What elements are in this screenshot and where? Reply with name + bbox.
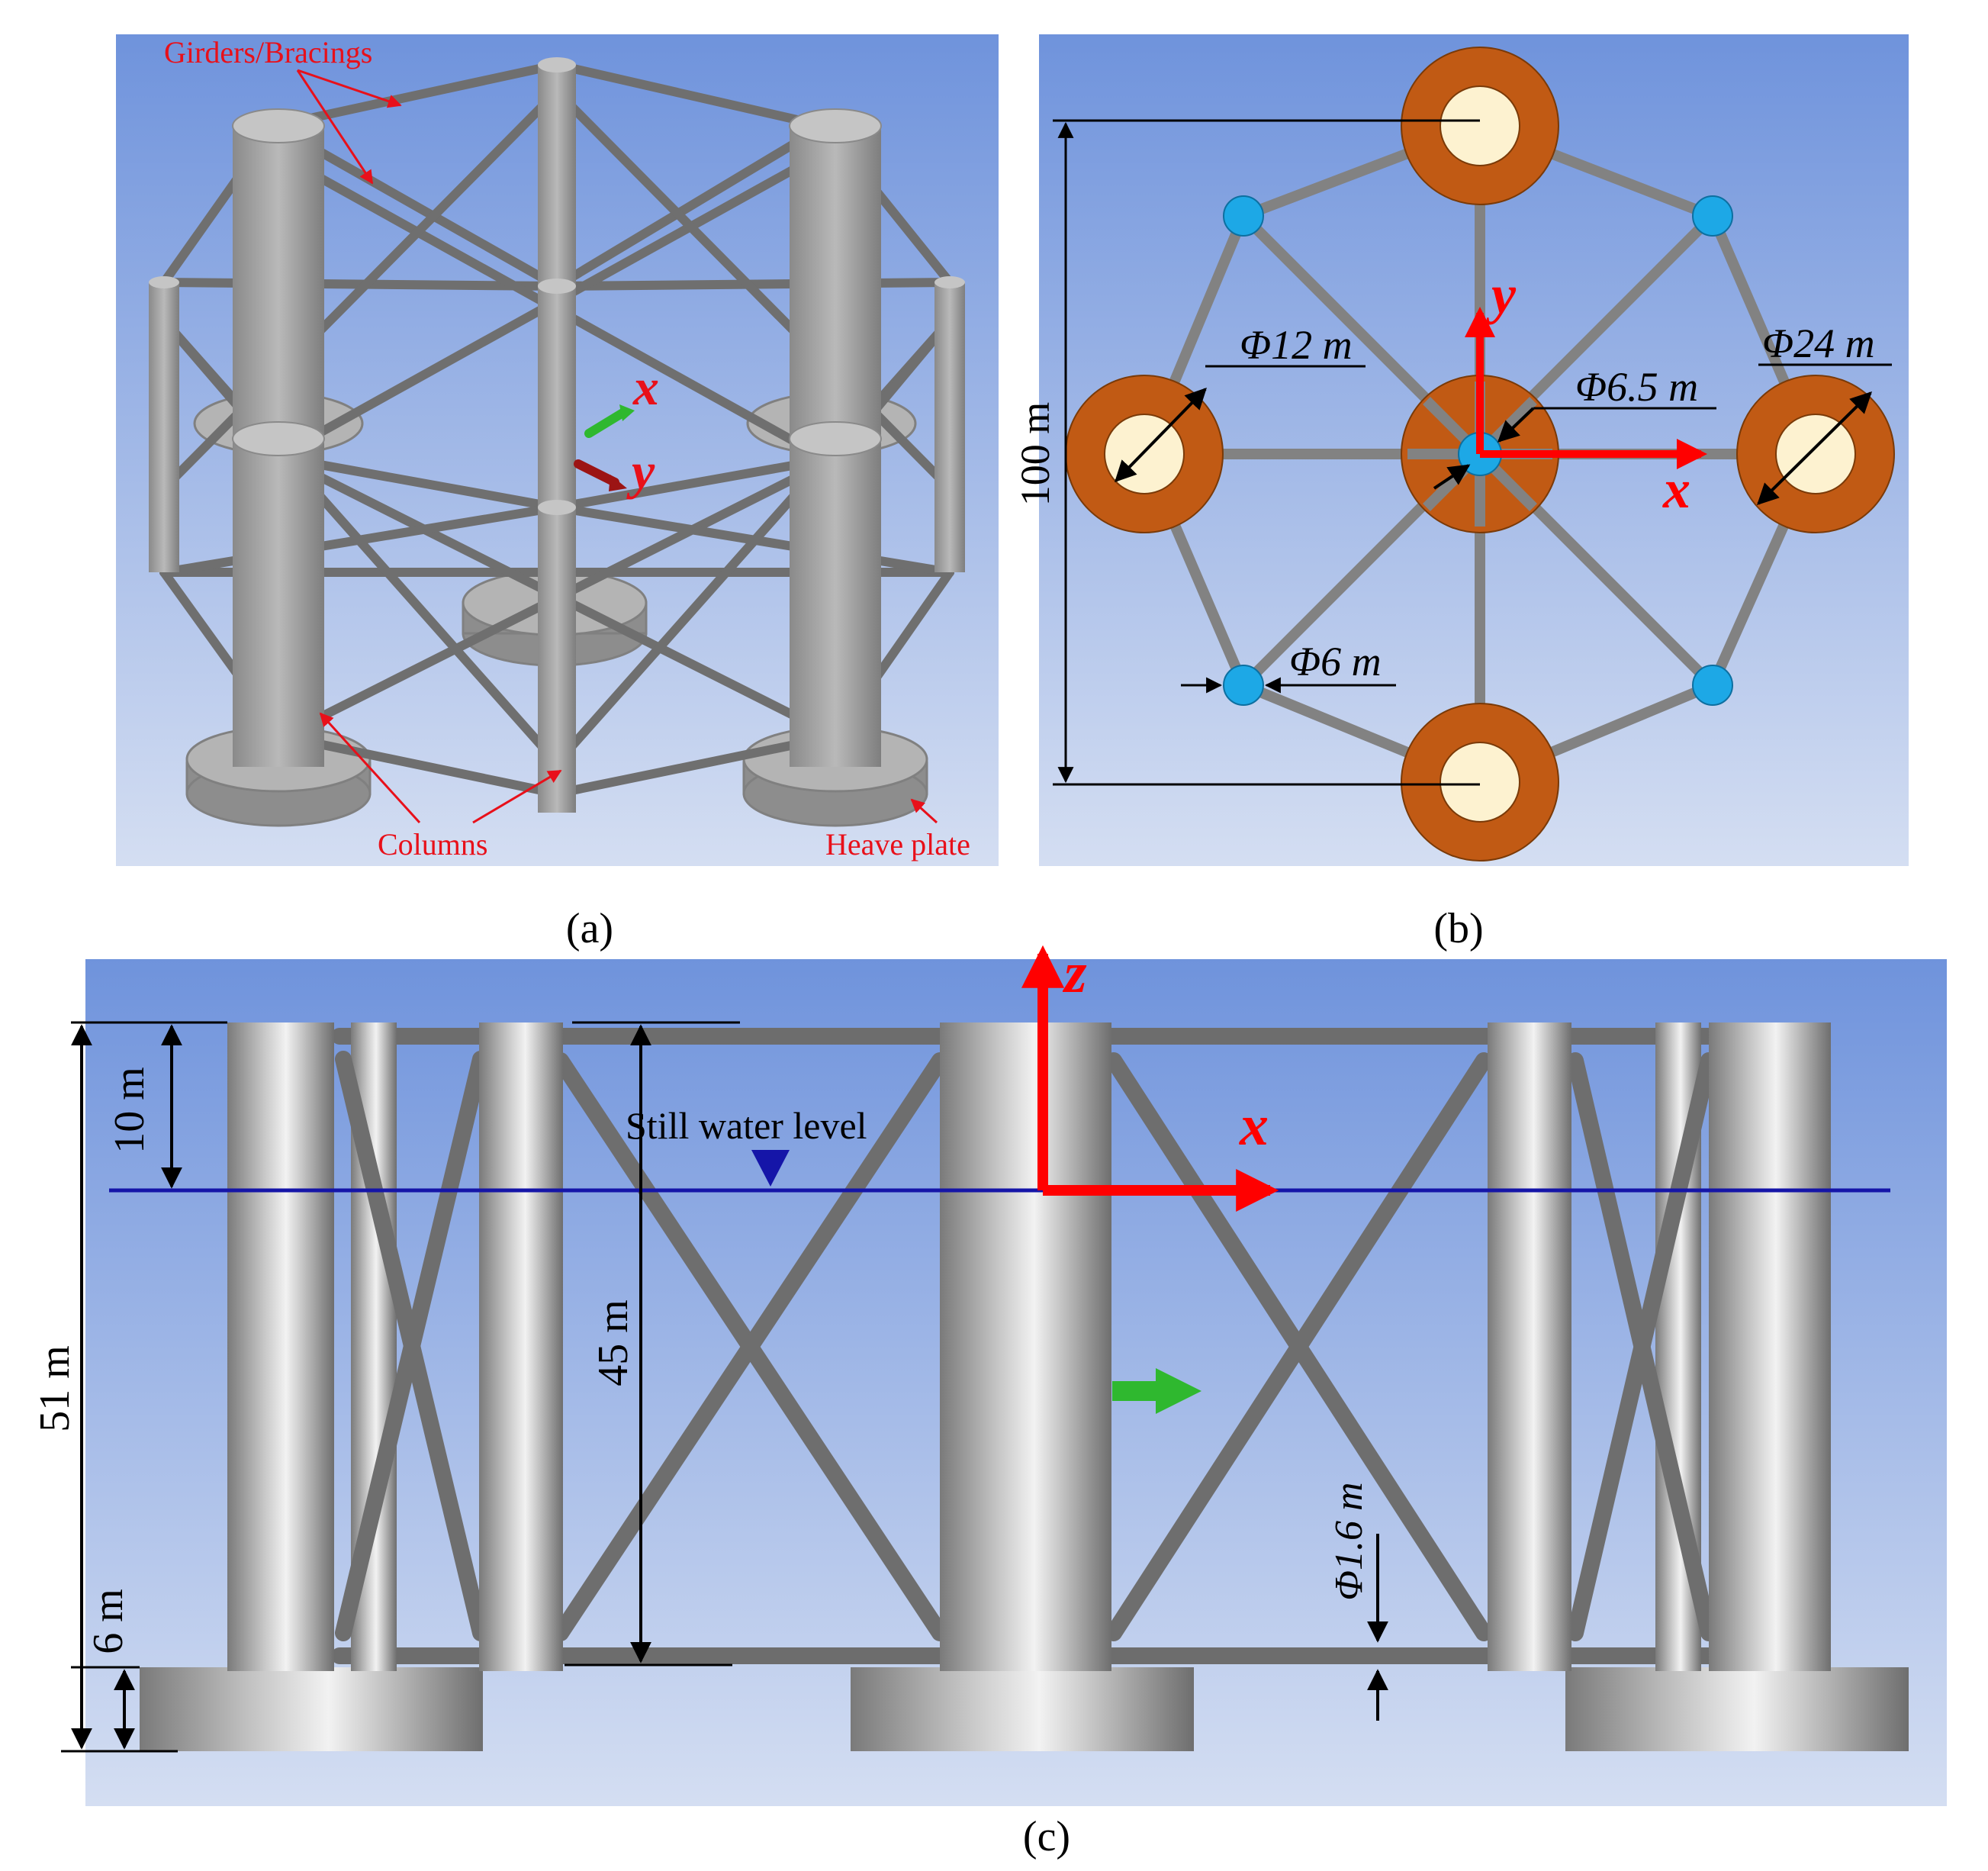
column-draft-label: 45 m [590, 1299, 637, 1386]
center-dia-pointer [1497, 407, 1535, 443]
girders-pointer-1 [297, 69, 402, 108]
bracings-c [335, 1051, 1717, 1641]
panel-c: Still water level 51 m 10 m 6 m 45 m Φ1.… [31, 941, 1947, 1860]
y-axis-label-a: y [626, 442, 655, 500]
water-level-marker [751, 1150, 790, 1187]
panel-b: 100 m Φ12 m Φ6.5 m Φ24 m Φ6 m y x (b) [1012, 34, 1909, 952]
girders-pointer-2 [296, 69, 374, 185]
caption-a: (a) [566, 905, 613, 952]
center-dia-dim [1433, 464, 1471, 490]
column-dia-label: Φ12 m [1240, 322, 1353, 368]
nodes-b [1223, 195, 1733, 706]
plate-dia-dim [1757, 391, 1872, 505]
caption-c: (c) [1023, 1813, 1070, 1860]
columns-label: Columns [378, 827, 487, 861]
heave-plate-label: Heave plate [825, 827, 970, 861]
columns-pointer-1 [319, 712, 421, 824]
water-level-label: Still water level [626, 1104, 867, 1147]
front-columns-c [227, 1022, 1831, 1671]
pontoon-dia-label: Φ6 m [1289, 639, 1382, 684]
y-axis-arrowhead-a [609, 475, 627, 491]
plate-dia-label: Φ24 m [1762, 320, 1875, 366]
girders-label: Girders/Bracings [164, 35, 372, 69]
heave-plate-pointer [910, 798, 938, 824]
span-label: 100 m [1012, 402, 1058, 507]
plate-height-label: 6 m [85, 1589, 132, 1654]
column-dia-dim [1115, 387, 1207, 483]
x-axis-label-a: x [632, 358, 659, 416]
y-axis-arrow-a [574, 459, 619, 487]
x-axis-label-b: x [1662, 459, 1690, 520]
total-height-label: 51 m [31, 1345, 79, 1432]
z-axis-label-c: z [1062, 941, 1087, 1005]
green-direction-arrow [1112, 1368, 1201, 1414]
caption-b: (b) [1433, 905, 1483, 952]
x-axis-label-c: x [1239, 1093, 1269, 1158]
freeboard-label: 10 m [106, 1067, 153, 1154]
x-axis-arrowhead-a [619, 404, 635, 421]
columns-pointer-2 [472, 769, 562, 824]
brace-dia-label: Φ1.6 m [1327, 1482, 1371, 1600]
panel-a: x y Girders/Bracings Columns Heave plate… [116, 34, 999, 952]
center-dia-label: Φ6.5 m [1575, 364, 1698, 410]
columns-a [149, 57, 965, 813]
x-axis-arrow-a [584, 407, 629, 438]
heave-plates-c [140, 1667, 1909, 1751]
